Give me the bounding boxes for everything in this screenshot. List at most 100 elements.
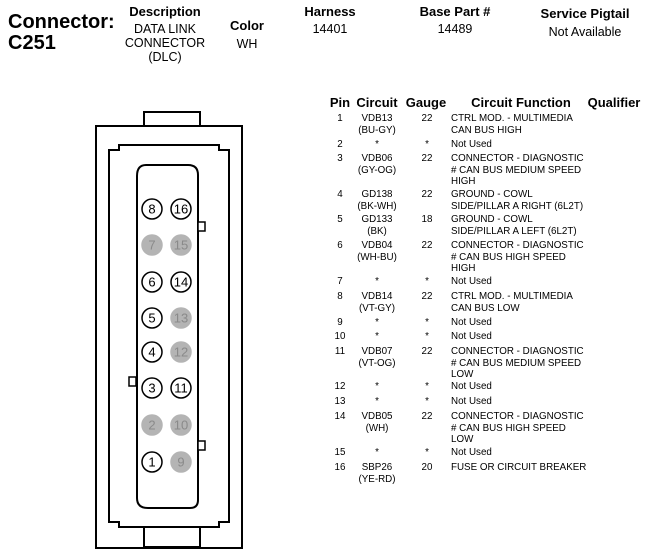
table-cell-function: Not Used [451, 396, 492, 408]
table-cell-pin: 4 [337, 189, 343, 200]
table-cell-circuit: * [352, 396, 402, 408]
column-header-function: Circuit Function [471, 95, 571, 110]
key-left [128, 376, 137, 387]
function-line: Not Used [451, 276, 492, 287]
table-cell-pin: 13 [334, 396, 346, 407]
table-cell-pin: 1 [337, 113, 343, 124]
function-line: # CAN BUS MEDIUM SPEED [451, 164, 582, 176]
service-pigtail-value: Not Available [548, 25, 622, 39]
table-cell-function: Not Used [451, 276, 492, 288]
pin-16-label: 16 [174, 202, 188, 217]
table-cell-circuit: VDB13(BU-GY) [352, 113, 402, 136]
circuit-line: VDB06 [361, 153, 393, 164]
pin-5-circle [141, 307, 163, 329]
pin-7-label: 7 [148, 238, 155, 253]
function-line: SIDE/PILLAR A LEFT (6L2T) [451, 225, 577, 237]
function-line: HIGH [451, 263, 476, 274]
circuit-line: (BK-WH) [357, 200, 397, 212]
table-cell-circuit: * [352, 331, 402, 343]
table-cell-function: CONNECTOR - DIAGNOSTIC# CAN BUS HIGH SPE… [451, 411, 584, 446]
table-cell-gauge: 22 [421, 240, 433, 251]
table-cell-gauge: * [425, 276, 429, 287]
table-cell-circuit: * [352, 447, 402, 459]
table-cell-circuit: VDB05(WH) [352, 411, 402, 434]
table-cell-circuit: VDB07(VT-OG) [352, 346, 402, 369]
circuit-line: SBP26 [361, 462, 393, 473]
pin-9-label: 9 [177, 455, 184, 470]
circuit-line: (YE-RD) [358, 473, 396, 485]
circuit-line: (VT-GY) [359, 302, 395, 314]
table-cell-function: Not Used [451, 139, 492, 151]
pin-3-circle [141, 377, 163, 399]
circuit-line: GD138 [361, 189, 393, 200]
circuit-line: * [375, 331, 379, 342]
table-cell-gauge: * [425, 317, 429, 328]
function-line: # CAN BUS MEDIUM SPEED [451, 357, 582, 369]
service-pigtail-label: Service Pigtail [540, 6, 630, 21]
table-cell-gauge: * [425, 396, 429, 407]
table-cell-gauge: 22 [421, 411, 433, 422]
table-cell-gauge: 22 [421, 291, 433, 302]
pin-11-label: 11 [174, 381, 188, 396]
function-line: CTRL MOD. - MULTIMEDIA [451, 113, 573, 124]
circuit-line: GD133 [361, 214, 393, 225]
table-cell-gauge: 22 [421, 189, 433, 200]
pin-11-circle [170, 377, 192, 399]
function-line: Not Used [451, 331, 492, 342]
table-cell-circuit: GD133(BK) [352, 214, 402, 237]
circuit-line: (WH-BU) [357, 251, 397, 263]
table-cell-function: Not Used [451, 331, 492, 343]
table-cell-gauge: 22 [421, 346, 433, 357]
table-cell-gauge: 18 [421, 214, 433, 225]
table-cell-circuit: * [352, 276, 402, 288]
pin-1-label: 1 [148, 455, 155, 470]
circuit-line: * [375, 317, 379, 328]
table-cell-function: Not Used [451, 381, 492, 393]
table-cell-pin: 16 [334, 462, 346, 473]
description-value: DATA LINK CONNECTOR (DLC) [124, 22, 206, 64]
table-cell-gauge: 20 [421, 462, 433, 473]
table-cell-gauge: * [425, 331, 429, 342]
table-cell-pin: 14 [334, 411, 346, 422]
table-cell-gauge: 22 [421, 153, 433, 164]
table-cell-circuit: VDB06(GY-OG) [352, 153, 402, 176]
function-line: CONNECTOR - DIAGNOSTIC [451, 240, 584, 251]
table-cell-pin: 2 [337, 139, 343, 150]
circuit-line: VDB05 [361, 411, 393, 422]
circuit-line: * [375, 276, 379, 287]
circuit-line: (BU-GY) [358, 124, 396, 136]
circuit-line: * [375, 381, 379, 392]
circuit-line: VDB04 [361, 240, 393, 251]
function-line: Not Used [451, 447, 492, 458]
circuit-line: * [375, 139, 379, 150]
key-right-lower [197, 440, 206, 451]
bottom-latch-tab [143, 526, 201, 548]
table-cell-circuit: VDB04(WH-BU) [352, 240, 402, 263]
pin-14-circle [170, 271, 192, 293]
function-line: CONNECTOR - DIAGNOSTIC [451, 153, 584, 164]
column-header-gauge: Gauge [405, 95, 447, 110]
pin-15-circle [170, 234, 192, 256]
table-cell-pin: 8 [337, 291, 343, 302]
pin-2-circle [141, 414, 163, 436]
pin-8-circle [141, 198, 163, 220]
harness-value: 14401 [312, 22, 348, 36]
pin-9-circle [170, 451, 192, 473]
function-line: Not Used [451, 381, 492, 392]
connector-id: C251 [8, 32, 56, 54]
column-header-qualifier: Qualifier [587, 95, 641, 110]
pin-4-circle [141, 341, 163, 363]
table-cell-pin: 5 [337, 214, 343, 225]
circuit-line: VDB14 [361, 291, 393, 302]
function-line: Not Used [451, 139, 492, 150]
function-line: HIGH [451, 176, 476, 187]
table-cell-function: CONNECTOR - DIAGNOSTIC# CAN BUS MEDIUM S… [451, 153, 584, 188]
circuit-line: (WH) [365, 422, 389, 434]
pin-12-label: 12 [174, 345, 188, 360]
circuit-line: (VT-OG) [358, 357, 396, 369]
function-line: GROUND - COWL [451, 214, 533, 225]
table-cell-circuit: GD138(BK-WH) [352, 189, 402, 212]
circuit-line: VDB07 [361, 346, 393, 357]
